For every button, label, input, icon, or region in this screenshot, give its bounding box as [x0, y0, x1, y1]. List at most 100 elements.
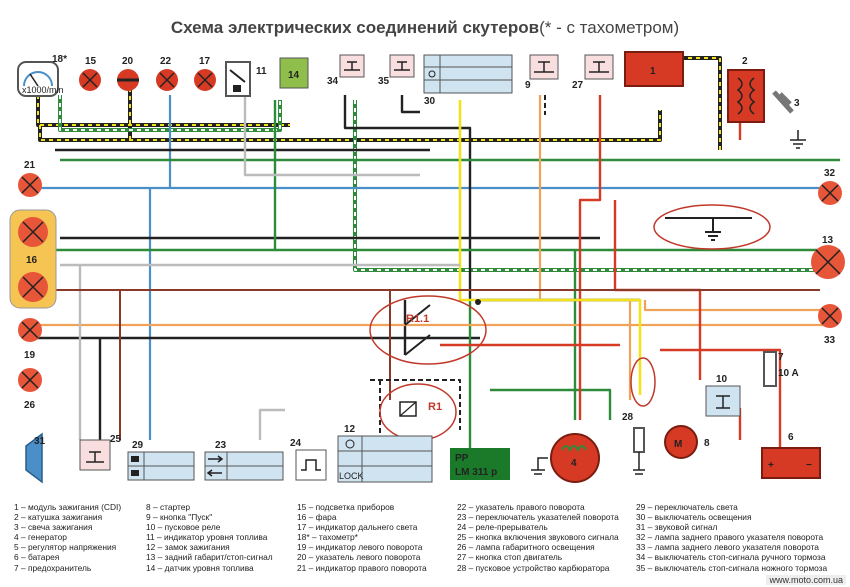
legend-item: 32 – лампа заднего правого указателя пов… — [636, 532, 824, 543]
legend-item: 20 – указатель левого поворота — [297, 552, 421, 563]
horn-31: 31 — [25, 432, 46, 484]
lamp-20: 20 — [117, 56, 139, 91]
label-23: 23 — [215, 440, 227, 451]
label-3: 3 — [794, 98, 800, 109]
headlight-16-cross-bottom-icon — [22, 276, 44, 298]
legend-item: 3 – свеча зажигания — [14, 522, 93, 533]
fuel-gauge-11: 11 — [225, 61, 267, 97]
ground-junction-icon — [665, 217, 752, 241]
regulator-pp: PP LM 311 p — [450, 448, 510, 480]
lamp-15-cross-icon — [82, 72, 98, 88]
label-31: 31 — [34, 436, 46, 447]
label-18: 18* — [52, 54, 67, 65]
legend-item: 22 – указатель правого поворота — [457, 502, 585, 512]
legend-item: 12 – замок зажигания — [146, 542, 230, 553]
label-1: 1 — [650, 66, 656, 77]
legend-item: 4 – генератор — [14, 532, 67, 543]
regulator-label-pp: PP — [455, 453, 469, 464]
legend-item: 8 – стартер — [146, 502, 191, 512]
carb-starter-28: 28 — [622, 357, 656, 475]
label-25: 25 — [110, 434, 122, 445]
light-switch-30: 30 — [423, 54, 513, 107]
ground-junction — [653, 204, 771, 250]
label-7: 7 — [778, 352, 784, 363]
lamp-15: 15 — [79, 56, 101, 91]
wire-white — [60, 95, 460, 440]
lamp-32-cross-icon — [821, 184, 839, 202]
legend-item: 18* – тахометр* — [297, 532, 358, 543]
label-21: 21 — [24, 160, 36, 171]
generator-ground-icon — [531, 457, 548, 475]
watermark: www.moto.com.ua — [766, 575, 846, 585]
legend-item: 30 – выключатель освещения — [636, 512, 752, 523]
label-r1: R1 — [428, 401, 442, 413]
button-27-icon — [589, 61, 609, 73]
carb-ground-icon — [633, 452, 645, 475]
wire-yellow-black-harness-dash — [37, 57, 721, 150]
legend-item: 5 – регулятор напряжения — [14, 542, 117, 553]
legend: 1 – модуль зажигания (CDI)2 – катушка за… — [14, 502, 850, 582]
lamp-13: 13 — [811, 235, 845, 279]
tachometer: x1000/min 18* — [17, 54, 67, 97]
label-22: 22 — [160, 56, 172, 67]
button-9-icon — [534, 61, 554, 73]
legend-item: 19 – индикатор левого поворота — [297, 542, 423, 553]
label-17: 17 — [199, 56, 211, 67]
legend-item: 9 – кнопка "Пуск" — [146, 512, 213, 523]
lamp-17: 17 — [194, 56, 216, 91]
annotation-circle-r1-1 — [369, 295, 487, 365]
tachometer-body — [17, 61, 59, 97]
wires — [20, 56, 840, 460]
regulator-label-lm311: LM 311 p — [455, 467, 497, 478]
lamp-21: 21 — [18, 160, 42, 197]
lamp-32: 32 — [818, 168, 842, 205]
lamp-19: 19 — [18, 318, 42, 361]
horn-button-25: 25 — [79, 434, 122, 471]
legend-item: 28 – пусковое устройство карбюратора — [457, 562, 610, 573]
relay-r1: R1 — [379, 383, 457, 441]
legend-item: 1 – модуль зажигания (CDI) — [14, 502, 122, 512]
label-34: 34 — [327, 76, 339, 87]
relay-r1-coil-diag-icon — [399, 401, 417, 417]
label-28: 28 — [622, 412, 634, 423]
generator-winding-icon — [561, 445, 587, 453]
label-30: 30 — [424, 96, 436, 107]
starter-relay-10: 10 — [705, 374, 741, 417]
coil-winding-2-icon — [749, 77, 756, 115]
title-main: Схема электрических соединений скутеров — [170, 18, 540, 37]
ground-icon — [790, 130, 806, 149]
lamp-19-cross-icon — [21, 321, 39, 339]
legend-item: 16 – фара — [297, 512, 337, 523]
annotation-circle-carb — [630, 357, 656, 407]
legend-item: 21 – индикатор правого поворота — [297, 562, 427, 573]
label-11: 11 — [256, 66, 267, 77]
lock-text: LOCK — [339, 471, 364, 481]
legend-item: 27 – кнопка стоп двигатель — [457, 552, 563, 563]
label-r1-1: R1.1 — [406, 313, 429, 325]
label-15: 15 — [85, 56, 97, 67]
legend-item: 11 – индикатор уровня топлива — [146, 532, 268, 543]
motor-m-icon: M — [674, 439, 682, 450]
legend-item: 35 – выключатель стоп-сигнала ножного то… — [636, 562, 828, 573]
fuse-7: 7 10 A — [763, 351, 799, 387]
tachometer-scale-label: x1000/min — [22, 85, 64, 95]
annotation-circle-ground — [653, 204, 771, 250]
wire-yellow-black-harness — [36, 56, 722, 150]
label-32: 32 — [824, 168, 836, 179]
diagram-title: Схема электрических соединений скутеров(… — [0, 18, 850, 38]
label-14: 14 — [288, 70, 300, 81]
legend-item: 2 – катушка зажигания — [14, 512, 103, 523]
switch-35-icon — [394, 61, 410, 71]
switch-30-light-icon — [428, 70, 436, 78]
turn-right-arrow-icon — [208, 455, 224, 463]
relay-10-icon — [716, 395, 730, 409]
legend-item: 31 – звуковой сигнал — [636, 522, 718, 533]
label-20: 20 — [122, 56, 134, 67]
label-6: 6 — [788, 432, 794, 443]
legend-item: 13 – задний габарит/стоп-сигнал — [146, 552, 273, 563]
fuel-pump-icon — [233, 85, 241, 92]
lamp-17-cross-icon — [197, 72, 213, 88]
